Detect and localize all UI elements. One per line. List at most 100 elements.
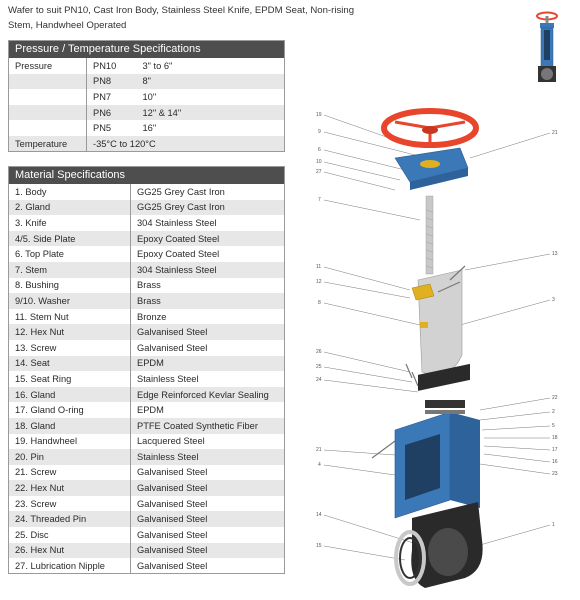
callout-label: 3 <box>552 297 555 303</box>
callout-labels: 19 9 6 10 27 7 11 12 8 26 25 24 21 4 14 … <box>316 112 558 549</box>
row-label <box>8 120 87 136</box>
part-name: 1. Body <box>8 184 131 200</box>
row-pn: PN7 <box>86 89 137 105</box>
row-size: 3" to 6" <box>136 58 285 74</box>
callout-label: 24 <box>316 377 322 383</box>
part-name: 4/5. Side Plate <box>8 230 131 247</box>
valve-body <box>411 502 483 588</box>
table-row: Pressure PN10 3" to 6" <box>8 58 285 74</box>
part-name: 6. Top Plate <box>8 246 131 262</box>
intro-line-1: Wafer to suit PN10, Cast Iron Body, Stai… <box>8 5 355 16</box>
part-name: 15. Seat Ring <box>8 371 131 387</box>
thumbnail-stem <box>545 16 549 24</box>
part-material: Galvanised Steel <box>130 324 285 340</box>
part-material: Galvanised Steel <box>130 511 285 528</box>
part-material: Galvanised Steel <box>130 480 285 496</box>
callout-label: 8 <box>318 300 321 306</box>
part-material: Brass <box>130 277 285 294</box>
row-value: -35°C to 120°C <box>86 135 285 152</box>
table-row: PN6 12" & 14" <box>8 104 285 121</box>
callout-label: 5 <box>552 423 555 429</box>
callout-label: 25 <box>316 364 322 370</box>
part-material: Epoxy Coated Steel <box>130 246 285 262</box>
table-row: PN7 10" <box>8 89 285 105</box>
table-row: Temperature -35°C to 120°C <box>8 135 285 152</box>
part-material: 304 Stainless Steel <box>130 261 285 278</box>
part-material: Stainless Steel <box>130 371 285 387</box>
callout-label: 1 <box>552 522 555 528</box>
callout-label: 17 <box>552 447 558 453</box>
callout-label: 26 <box>316 349 322 355</box>
stem-nut <box>411 283 435 328</box>
part-name: 26. Hex Nut <box>8 542 131 559</box>
callout-label: 2 <box>552 409 555 415</box>
row-size: 16" <box>136 120 285 136</box>
material-table-title: Material Specifications <box>8 166 285 184</box>
valve-thumbnail-image <box>536 11 558 82</box>
row-label <box>8 73 87 90</box>
part-name: 21. Screw <box>8 464 131 481</box>
intro-line-2: Stem, Handwheel Operated <box>8 20 127 31</box>
pressure-temperature-table: Pressure / Temperature Specifications Pr… <box>8 40 285 153</box>
part-material: EPDM <box>130 402 285 418</box>
callout-label: 21 <box>316 447 322 453</box>
row-label <box>8 104 87 121</box>
thumbnail-slot <box>544 30 550 60</box>
row-pn: PN10 <box>86 58 137 74</box>
part-name: 2. Gland <box>8 199 131 216</box>
row-pn: PN6 <box>86 104 137 121</box>
part-name: 23. Screw <box>8 495 131 512</box>
callout-label: 21 <box>552 130 558 136</box>
table-row: PN8 8" <box>8 73 285 90</box>
part-name: 7. Stem <box>8 261 131 278</box>
intro-text: Wafer to suit PN10, Cast Iron Body, Stai… <box>8 3 368 33</box>
part-material: Lacquered Steel <box>130 433 285 450</box>
part-material: 304 Stainless Steel <box>130 215 285 231</box>
callout-label: 13 <box>552 251 558 257</box>
part-material: Galvanised Steel <box>130 558 285 574</box>
pressure-table-title: Pressure / Temperature Specifications <box>8 40 285 58</box>
callout-label: 23 <box>552 471 558 477</box>
part-name: 27. Lubrication Nipple <box>8 558 131 574</box>
row-size: 10" <box>136 89 285 105</box>
leader-lines <box>323 114 551 561</box>
part-name: 9/10. Washer <box>8 293 131 309</box>
callout-label: 6 <box>318 147 321 153</box>
part-name: 18. Gland <box>8 417 131 434</box>
callout-label: 14 <box>316 512 322 518</box>
part-material: Galvanised Steel <box>130 464 285 481</box>
exploded-valve-diagram: 19 9 6 10 27 7 11 12 8 26 25 24 21 4 14 … <box>316 108 558 588</box>
row-size: 12" & 14" <box>136 104 285 121</box>
seat-ring <box>394 530 426 586</box>
callout-label: 16 <box>552 459 558 465</box>
stem <box>425 195 434 275</box>
part-name: 24. Threaded Pin <box>8 511 131 528</box>
callout-label: 22 <box>552 395 558 401</box>
row-label: Temperature <box>8 135 87 152</box>
part-material: Galvanised Steel <box>130 527 285 543</box>
part-name: 19. Handwheel <box>8 433 131 450</box>
callout-label: 9 <box>318 129 321 135</box>
part-name: 8. Bushing <box>8 277 131 294</box>
part-material: Brass <box>130 293 285 309</box>
part-material: EPDM <box>130 355 285 372</box>
thumbnail-top-plate <box>540 23 554 28</box>
callout-label: 7 <box>318 197 321 203</box>
gland-packing <box>425 400 465 414</box>
callout-label: 4 <box>318 462 321 468</box>
part-material: GG25 Grey Cast Iron <box>130 199 285 216</box>
table-row: PN5 16" <box>8 120 285 136</box>
